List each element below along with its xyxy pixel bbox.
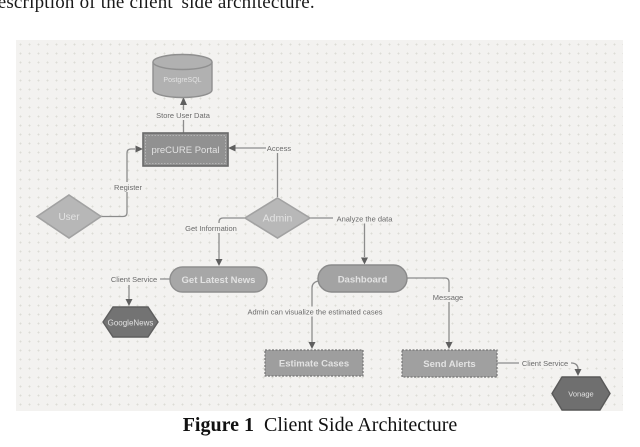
arrowhead-into-dashboard <box>361 257 368 265</box>
edge-labels: Store User Data Register Access Analyze … <box>111 111 568 368</box>
arrowhead-into-postgresql <box>180 97 187 105</box>
node-label-googlenews: GoogleNews <box>108 319 154 328</box>
edge-analyze-line <box>310 217 366 257</box>
arrowhead-into-alerts <box>445 342 453 349</box>
node-label-user: User <box>58 212 80 223</box>
database-cylinder-icon <box>152 62 213 99</box>
node-label-alerts: Send Alerts <box>423 359 475 370</box>
node-label-vonage: Vonage <box>568 390 593 399</box>
edge-label-register: Register <box>114 183 142 192</box>
edge-access-line <box>235 147 279 197</box>
node-label-portal: preCURE Portal <box>151 145 219 156</box>
node-label-admin: Admin <box>263 213 293 225</box>
edge-getinfo-line <box>218 217 245 259</box>
figure-caption-label: Figure 1 <box>182 414 254 436</box>
arrowhead-into-estimate <box>308 342 316 349</box>
node-postgresql: PostgreSQL <box>152 53 213 99</box>
edge-visualize-line <box>311 280 319 342</box>
node-get-latest-news: Get Latest News <box>169 266 268 293</box>
edge-label-analyze: Analyze the data <box>337 215 394 224</box>
edge-label-client-service-vonage: Client Service <box>522 359 568 368</box>
node-dashboard: Dashboard <box>317 264 408 293</box>
node-googlenews: GoogleNews <box>102 306 159 338</box>
edge-message-line <box>407 277 450 342</box>
figure-caption-title: Client Side Architecture <box>264 414 458 436</box>
page-body-text: description of the client' side architec… <box>0 0 315 13</box>
figure-canvas: Store User Data Register Access Analyze … <box>16 40 623 411</box>
arrowhead-into-portal-left <box>135 145 143 153</box>
node-label-dashboard: Dashboard <box>338 275 388 286</box>
arrowhead-into-news <box>215 259 223 266</box>
node-vonage: Vonage <box>551 376 611 411</box>
edge-label-store-user-data: Store User Data <box>156 111 211 120</box>
arrowheads <box>125 97 582 376</box>
node-send-alerts: Send Alerts <box>401 349 498 378</box>
edge-label-get-information: Get Information <box>185 224 237 233</box>
arrowhead-into-portal-right <box>228 144 236 152</box>
arrowhead-into-googlenews <box>125 299 133 306</box>
edge-cs-vonage-line <box>497 362 579 370</box>
architecture-diagram: Store User Data Register Access Analyze … <box>35 53 611 411</box>
edge-label-visualize: Admin can visualize the estimated cases <box>247 308 382 317</box>
node-precure-portal: preCURE Portal <box>142 132 229 167</box>
edge-cs-news-line <box>128 278 170 299</box>
node-user: User <box>35 194 103 239</box>
edge-label-backgrounds <box>108 110 571 368</box>
edge-label-client-service-news: Client Service <box>111 275 157 284</box>
nodes: PostgreSQL preCURE Portal User Admin Get… <box>35 53 611 411</box>
node-label-postgresql: PostgreSQL <box>163 77 201 84</box>
arrowhead-into-vonage <box>574 369 582 376</box>
node-estimate-cases: Estimate Cases <box>264 349 364 377</box>
edge-label-message: Message <box>433 293 463 302</box>
edge-label-access: Access <box>267 144 291 153</box>
node-label-estimate: Estimate Cases <box>279 359 349 370</box>
node-label-news: Get Latest News <box>182 275 256 286</box>
node-admin: Admin <box>243 197 312 239</box>
figure-caption: Figure 1 Client Side Architecture <box>0 414 640 437</box>
